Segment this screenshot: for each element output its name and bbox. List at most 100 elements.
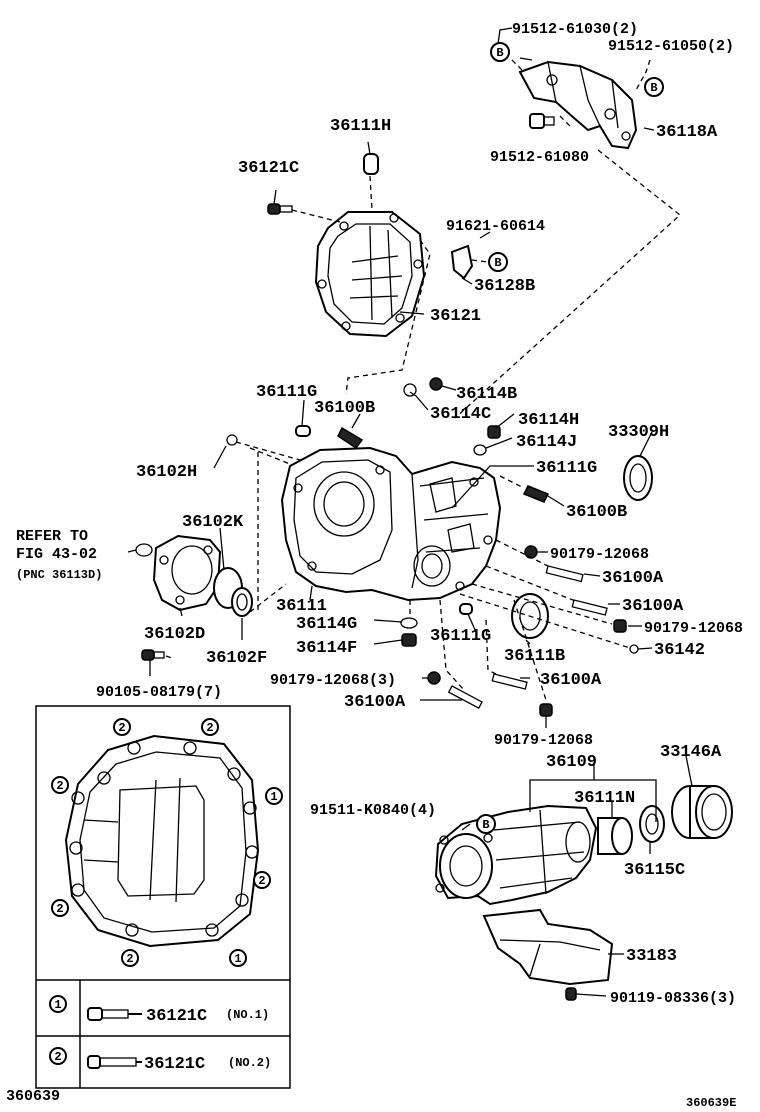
guard-33183: [482, 908, 614, 986]
legend-marker-2a: 2: [113, 718, 131, 736]
legend-row2-part: 36121C: [144, 1055, 205, 1074]
label-36102F: 36102F: [206, 649, 267, 668]
svg-text:2: 2: [258, 874, 265, 888]
legend-marker-2c: 2: [51, 776, 69, 794]
svg-text:2: 2: [56, 779, 63, 793]
legend-row1-part: 36121C: [146, 1007, 207, 1026]
label-36114J: 36114J: [516, 433, 577, 452]
label-refer-line2: FIG 43-02: [16, 546, 97, 563]
bolt-91512-61080: [529, 113, 555, 129]
label-91621-60614: 91621-60614: [446, 218, 545, 235]
legend-row1-marker: 1: [49, 995, 67, 1013]
label-36111H: 36111H: [330, 117, 391, 136]
label-36111G-b: 36111G: [536, 459, 597, 478]
stud-36100A-d: [491, 673, 528, 690]
seal-36102F: [231, 587, 253, 617]
label-36114H: 36114H: [518, 411, 579, 430]
svg-text:2: 2: [206, 721, 213, 735]
case-36111: [280, 446, 502, 602]
svg-text:B: B: [482, 818, 489, 832]
label-36102K: 36102K: [182, 513, 244, 532]
marker-b-1: B: [490, 42, 510, 62]
label-36100B-a: 36100B: [314, 399, 375, 418]
legend-row2-marker: 2: [49, 1047, 67, 1065]
legend-row1-note: (NO.1): [226, 1008, 269, 1022]
label-36114B: 36114B: [456, 385, 517, 404]
nut-90179-12068-a: [524, 545, 538, 559]
nut-90179-12068-3: [427, 671, 441, 685]
label-36109: 36109: [546, 753, 597, 772]
cover-36121: [314, 211, 426, 338]
nut-90179-12068-c: [539, 703, 553, 717]
svg-text:2: 2: [56, 902, 63, 916]
label-36114F: 36114F: [296, 639, 357, 658]
legend-row2-note: (NO.2): [228, 1056, 271, 1070]
label-36115C: 36115C: [624, 861, 685, 880]
label-36100A-b: 36100A: [622, 597, 684, 616]
svg-text:2: 2: [54, 1050, 61, 1064]
bolt-36121C: [267, 203, 293, 215]
label-90105-08179: 90105-08179(7): [96, 684, 222, 701]
plug-36114H: [487, 425, 501, 439]
label-36128B: 36128B: [474, 277, 535, 296]
legend-marker-2f: 2: [121, 949, 139, 967]
legend-box: [35, 705, 291, 1089]
label-91511-K0840: 91511-K0840(4): [310, 802, 436, 819]
svg-text:1: 1: [54, 998, 61, 1012]
label-33309H: 33309H: [608, 423, 669, 442]
label-36111B: 36111B: [504, 647, 565, 666]
washer-36114C: [403, 383, 417, 397]
svg-text:B: B: [494, 256, 501, 270]
label-90179-12068-3: 90179-12068(3): [270, 672, 396, 689]
label-36100B-b: 36100B: [566, 503, 627, 522]
bracket-36118A: [518, 60, 638, 150]
pin-36111G-bottom: [459, 603, 473, 615]
marker-b-3: B: [488, 252, 508, 272]
label-36100A-c: 36100A: [344, 693, 406, 712]
clip-36128B: [450, 244, 474, 280]
seal-33309H: [623, 455, 653, 501]
svg-text:B: B: [496, 46, 503, 60]
label-36102D: 36102D: [144, 625, 205, 644]
label-36111N: 36111N: [574, 789, 635, 808]
nut-90179-12068-b: [613, 619, 627, 633]
label-91512-61080: 91512-61080: [490, 149, 589, 166]
stud-36100B-top: [337, 426, 364, 450]
plug-36142: [629, 644, 639, 654]
washer-36114J: [473, 444, 487, 456]
legend-marker-2b: 2: [201, 718, 219, 736]
marker-b-2: B: [644, 77, 664, 97]
seal-36115C: [639, 805, 665, 843]
housing-36109: [434, 804, 598, 906]
svg-text:2: 2: [126, 952, 133, 966]
svg-text:1: 1: [234, 952, 241, 966]
legend-marker-2d: 2: [253, 871, 271, 889]
label-33183: 33183: [626, 947, 677, 966]
plug-36114B: [429, 377, 443, 391]
ref-code-right: 360639E: [686, 1096, 736, 1110]
label-91512-61050: 91512-61050(2): [608, 38, 734, 55]
label-90179-12068-b: 90179-12068: [644, 620, 743, 637]
label-90119-08336: 90119-08336(3): [610, 990, 736, 1007]
label-90179-12068-a: 90179-12068: [550, 546, 649, 563]
label-90179-12068-c: 90179-12068: [494, 732, 593, 749]
label-36102H: 36102H: [136, 463, 197, 482]
label-36121C: 36121C: [238, 159, 299, 178]
label-36114G: 36114G: [296, 615, 357, 634]
legend-marker-1a: 1: [265, 787, 283, 805]
svg-text:B: B: [650, 81, 657, 95]
cover-33146A: [671, 785, 733, 839]
extension-36102D: [152, 534, 222, 612]
label-36111: 36111: [276, 597, 327, 616]
label-91512-61030: 91512-61030(2): [512, 21, 638, 38]
label-36118A: 36118A: [656, 123, 718, 142]
bushing-36111N: [597, 817, 633, 855]
legend-marker-1b: 1: [229, 949, 247, 967]
svg-text:1: 1: [270, 790, 277, 804]
svg-text:2: 2: [118, 721, 125, 735]
label-36142: 36142: [654, 641, 705, 660]
label-refer-line1: REFER TO: [16, 528, 88, 545]
pin-36111G-top: [295, 425, 311, 437]
bolt-90105-08179: [141, 649, 165, 661]
